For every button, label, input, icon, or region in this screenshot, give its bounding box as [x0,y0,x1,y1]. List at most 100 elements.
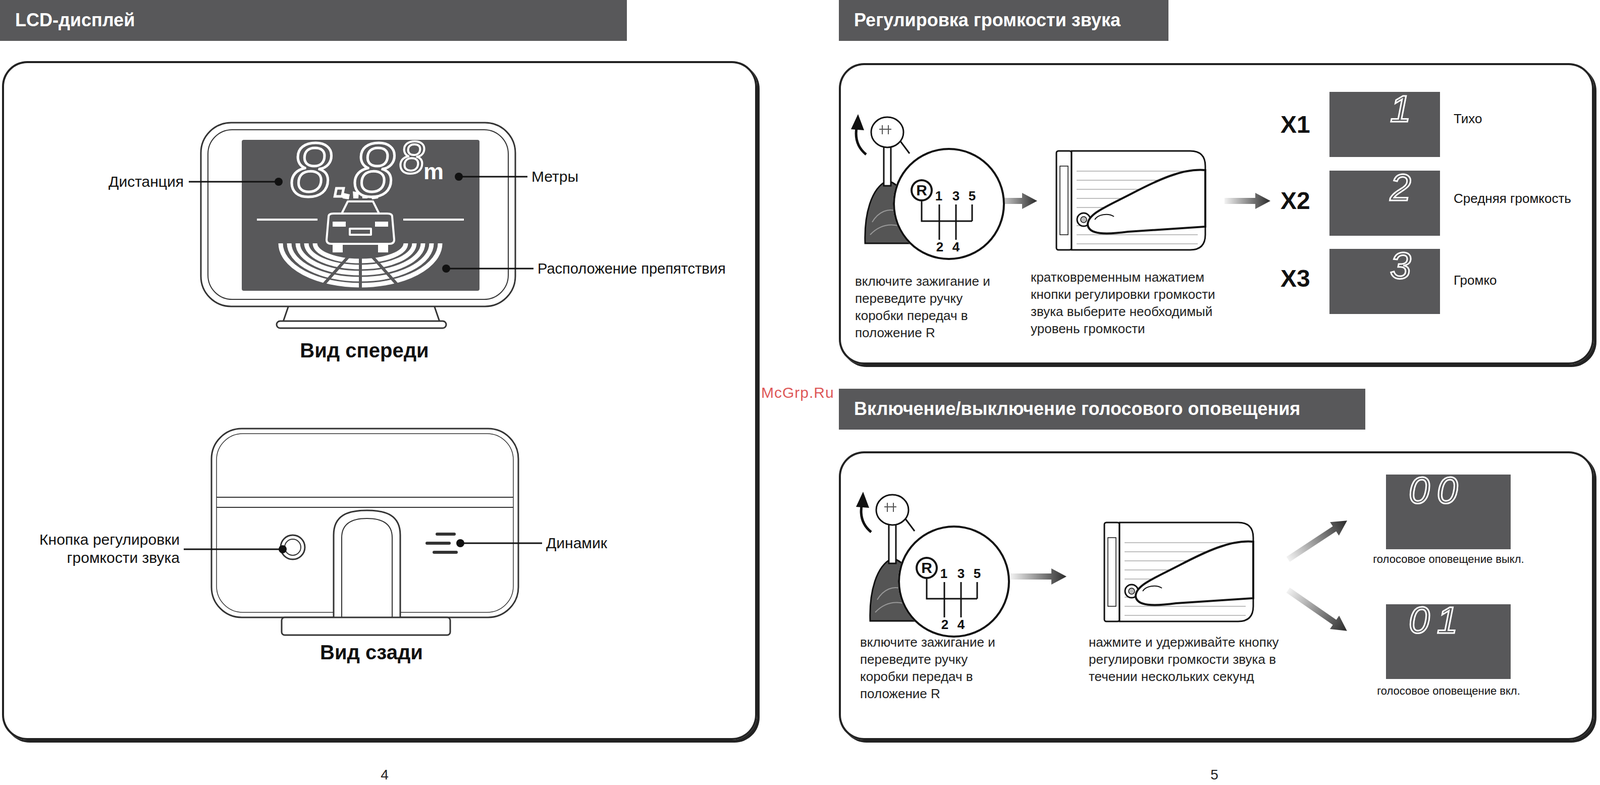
step-text: включите зажигание и переведите ручку ко… [860,633,1017,703]
step-text: кратковременным нажатием кнопки регулиро… [1030,268,1218,338]
callout-label: Дистанция [108,172,184,191]
leader-line [183,176,543,550]
page-number: 4 [380,767,389,782]
watermark: McGrp.Ru [761,383,835,402]
lcd-readout: 00 [1385,474,1511,550]
state-label: голосовое оповещение выкл. [1372,552,1524,566]
display-front [276,321,447,329]
step-arrow [1283,513,1352,567]
gear-pattern [892,147,1005,260]
step-arrow [1010,568,1067,585]
gear-pattern [921,201,973,240]
reverse-circle: R [910,179,933,202]
display-back [211,428,519,635]
press-count: X3 [1280,266,1311,291]
lcd-readout: 01 [1385,604,1511,679]
unit-sign: m [423,160,444,183]
header-band: Регулировка громкости звука [838,0,1169,41]
display-back [427,534,457,553]
gear-number: 3 [952,189,960,203]
gear-number: 3 [957,566,965,580]
display-back [341,518,393,618]
gear-number: 1 [940,566,948,580]
gear-pattern [926,578,978,618]
gear-magnifier: 135 24 R [892,147,1005,260]
section-title: Включение/выключение голосового оповещен… [854,399,1301,418]
section-panel: включите зажигание и переведите ручку ко… [838,63,1594,365]
car-radar [442,264,451,273]
leader-dot [456,539,465,548]
finger-press [1104,522,1254,622]
level-name: Тихо [1453,111,1482,127]
distance-digit: 8 [399,134,425,181]
press-count: X1 [1280,112,1311,137]
lcd-readout: 1 [1329,91,1440,157]
car-radar [326,213,395,244]
gear-number: 5 [973,566,981,580]
level-name: Громко [1453,272,1498,289]
finger-press [1056,150,1206,250]
leader-dot [278,539,465,554]
leader-line [183,548,283,551]
car-radar [332,221,346,227]
step-arrow [1283,583,1352,638]
car-radar [454,172,463,181]
level-name: Средняя громкость [1453,190,1572,207]
display-back [333,510,401,618]
view-caption: Вид спереди [299,338,429,363]
section-title: Регулировка громкости звука [854,11,1121,30]
volume-level: 2 [1390,168,1412,207]
display-front [200,122,516,329]
callout-label: Расположение препятствия [537,259,726,278]
state-label: голосовое оповещение вкл. [1376,684,1521,698]
car-radar [375,221,389,227]
display-back [211,428,519,618]
lcd-screen: 8.88m [241,139,480,291]
voice-state: 01 [1408,601,1465,639]
car-radar [378,243,389,253]
callout-label: Кнопка регулировки громкости звука [18,530,180,567]
gear-letter: R [921,560,933,576]
distance-digits: 8.8 [289,132,396,208]
header-band: LCD-дисплей [0,0,627,41]
gear-pattern [897,525,1010,638]
gear-number: 2 [936,240,944,254]
display-front [207,129,509,300]
press-count: X2 [1280,188,1311,213]
gear-letter: R [916,182,928,198]
section-panel: Вид спередиВид сзади 8.88m [2,61,758,740]
gear-magnifier: 135 24 R [897,525,1010,638]
lcd-readout: 2 [1329,170,1440,236]
gear-number: 2 [941,617,949,631]
view-caption: Вид сзади [320,640,423,665]
display-back [281,617,451,635]
step-arrow [1283,583,1352,638]
lcd-readout: 3 [1329,248,1440,314]
reverse-circle: R [915,556,938,579]
callout-label: Динамик [546,534,608,553]
gear-number: 5 [968,189,976,203]
car-radar [274,177,283,186]
header-band: Включение/выключение голосового оповещен… [838,388,1366,430]
step-arrow [1283,513,1352,567]
car-radar [332,243,343,253]
display-back [216,497,514,508]
gear-number: 4 [952,240,960,254]
leader-line [460,542,543,545]
volume-level: 3 [1390,246,1412,285]
volume-level: 1 [1390,89,1412,128]
callout-label: Метры [531,167,579,186]
page-number: 5 [1210,767,1219,782]
gear-number: 1 [935,189,943,203]
gear-number: 4 [957,617,965,631]
display-front [200,122,516,307]
step-arrow [1224,192,1271,209]
step-text: нажмите и удерживайте кнопку регулировки… [1088,633,1306,685]
leader-dot [278,545,287,554]
section-title: LCD-дисплей [15,11,135,30]
voice-state: 00 [1408,471,1465,510]
car-radar [349,228,371,235]
display-back [284,539,301,556]
car-radar [317,255,404,291]
step-text: включите зажигание и переведите ручку ко… [855,272,1012,342]
